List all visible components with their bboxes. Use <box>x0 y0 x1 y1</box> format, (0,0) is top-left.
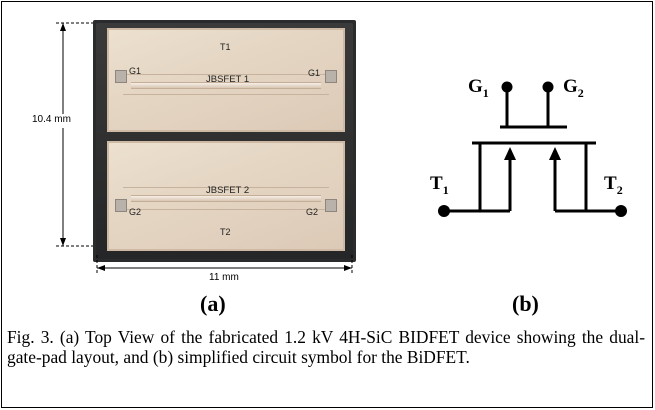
terminal-label: T2 <box>220 227 231 237</box>
panel-a-sublabel: (a) <box>200 291 226 316</box>
gate-label-left: G1 <box>129 66 142 76</box>
term1-dot <box>438 205 450 217</box>
chip-photo: T1 JBSFET 1 G1 G1 T2 JBSFET 2 G2 G2 <box>93 20 356 262</box>
die-jbsfet-2: T2 JBSFET 2 G2 G2 <box>107 141 345 251</box>
panel-b-sublabel: (b) <box>512 291 539 316</box>
gate2-label: G2 <box>563 76 584 100</box>
width-dimension <box>96 255 353 273</box>
gate-pad-left <box>115 199 127 212</box>
height-dimension <box>30 22 94 247</box>
terminal-label: T1 <box>220 42 231 52</box>
height-label: 10.4 mm <box>32 114 71 125</box>
device-label: JBSFET 2 <box>206 185 250 196</box>
width-label: 11 mm <box>209 272 239 283</box>
term2-dot <box>615 205 627 217</box>
gate-pad-left <box>115 70 127 83</box>
term1-label: T1 <box>430 173 449 197</box>
gate-pad-right <box>325 70 337 83</box>
figure-caption: Fig. 3. (a) Top View of the fabricated 1… <box>7 327 645 367</box>
gate-label-right: G1 <box>308 68 321 78</box>
term2-label: T2 <box>604 173 623 197</box>
gate-pad-right <box>325 199 337 212</box>
bidfet-circuit-symbol <box>438 81 627 217</box>
die-jbsfet-1: T1 JBSFET 1 G1 G1 <box>107 28 345 132</box>
device-label: JBSFET 1 <box>206 74 250 85</box>
gate1-label: G1 <box>468 76 489 100</box>
gate-label-left: G2 <box>129 207 142 217</box>
gate-label-right: G2 <box>306 207 319 217</box>
